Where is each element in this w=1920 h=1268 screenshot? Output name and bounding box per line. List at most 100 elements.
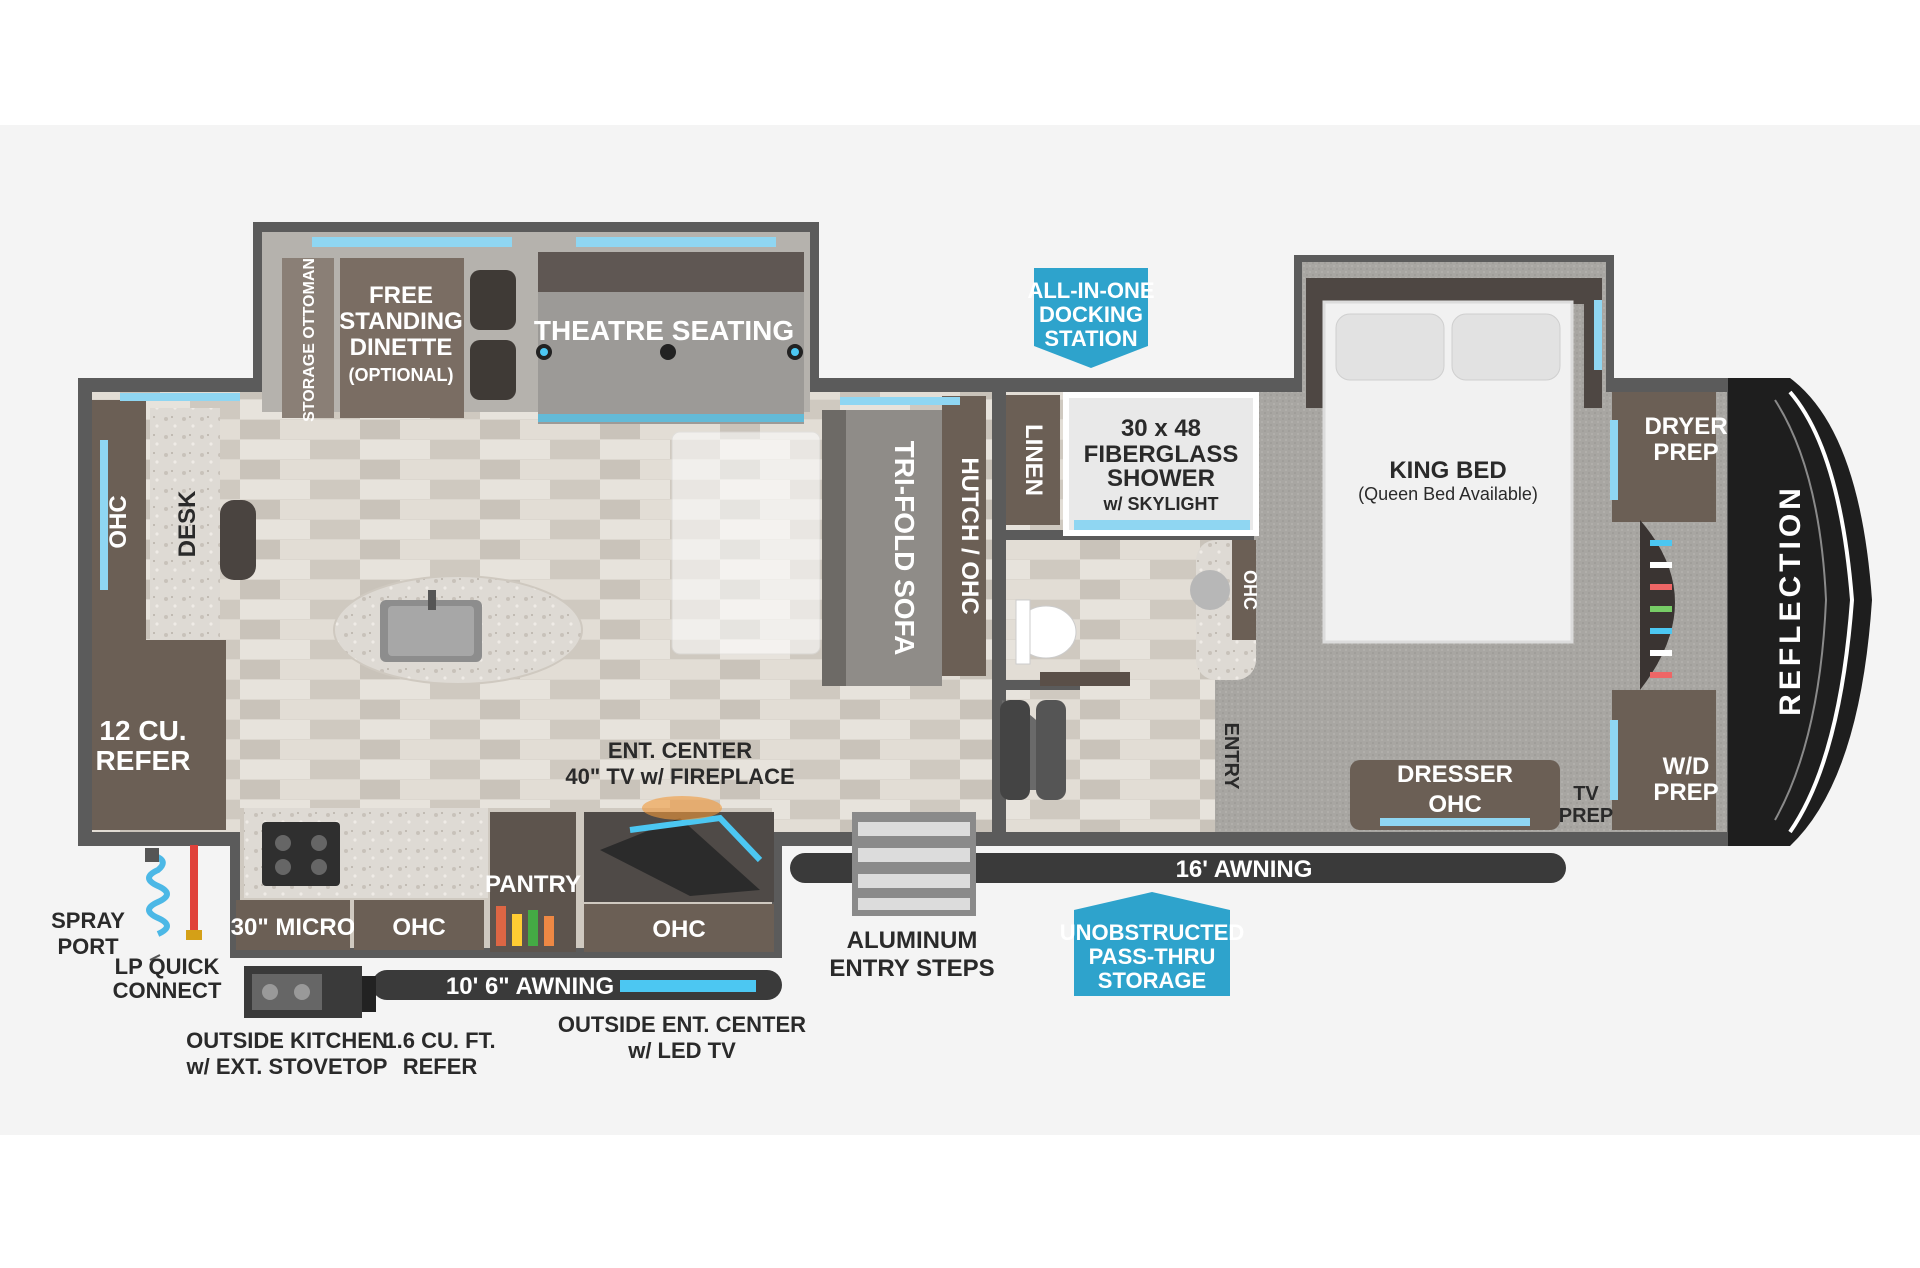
- kitchen-island: [333, 575, 583, 685]
- storage-ottoman-label: STORAGE OTTOMAN: [301, 258, 318, 422]
- bathroom: LINEN 30 x 48 FIBERGLASS SHOWER w/ SKYLI…: [1006, 392, 1260, 790]
- spray-port-label-2: PORT: [57, 934, 119, 959]
- window-left: [100, 440, 108, 590]
- king-bed-label: KING BED: [1389, 457, 1506, 484]
- desk-label: DESK: [174, 490, 201, 557]
- faucet-icon: [428, 590, 436, 610]
- shower-label-2: FIBERGLASS: [1084, 441, 1239, 468]
- tv-prep-label-1: TV: [1573, 783, 1599, 805]
- window-theatre: [576, 237, 776, 247]
- hutch-ohc: [942, 396, 986, 676]
- pass-thru-storage-callout: UNOBSTRUCTED PASS-THRU STORAGE: [1060, 892, 1245, 996]
- refer-label-2: REFER: [96, 745, 191, 776]
- storage-label-3: STORAGE: [1098, 968, 1206, 993]
- docking-label-1: ALL-IN-ONE: [1027, 278, 1154, 303]
- dryer-prep: [1612, 392, 1716, 522]
- storage-ottoman: [282, 258, 334, 418]
- headboard: [1306, 278, 1602, 304]
- outside-kitchen: [244, 966, 376, 1018]
- ohc-dresser-label: OHC: [1428, 791, 1481, 818]
- micro: [236, 900, 350, 950]
- dinette-label-2: STANDING: [339, 308, 463, 335]
- left-wall-cabinets: OHC DESK 12 CU. REFER: [92, 393, 256, 830]
- desk-chair: [220, 500, 256, 580]
- spray-port-hose: [145, 848, 170, 937]
- fireplace-glow: [642, 796, 722, 820]
- wall-bath-left: [992, 392, 1002, 692]
- wd-prep-label-1: W/D: [1663, 753, 1710, 780]
- dinette-chair-bottom: [470, 340, 516, 400]
- awning-10-label: 10' 6" AWNING: [446, 973, 614, 1000]
- ohc-left-label: OHC: [105, 495, 132, 548]
- refer-small-label-1: 1.6 CU. FT.: [384, 1028, 495, 1053]
- entry-steps: [852, 812, 976, 916]
- refer-small-label-2: REFER: [403, 1054, 478, 1079]
- outside-kitchen-label-2: w/ EXT. STOVETOP: [186, 1054, 388, 1079]
- refer-label-1: 12 CU.: [99, 715, 186, 746]
- ohc-kitchen: [354, 900, 484, 950]
- dinette-chair-top: [470, 270, 516, 330]
- shower-label-3: SHOWER: [1107, 465, 1215, 492]
- ohc-bath: [1232, 540, 1256, 640]
- lp-label-2: CONNECT: [113, 978, 222, 1003]
- pantry-label: PANTRY: [485, 871, 581, 898]
- pillow-right: [1451, 313, 1561, 381]
- steps-label-2: ENTRY STEPS: [829, 955, 994, 982]
- ent-center-label-1: ENT. CENTER: [608, 738, 752, 763]
- open-floor-area: [671, 431, 821, 655]
- awning-10: 10' 6" AWNING: [372, 970, 782, 1000]
- docking-label-2: DOCKING: [1039, 302, 1143, 327]
- awning-16-label: 16' AWNING: [1176, 856, 1313, 883]
- towel-bar: [1040, 672, 1130, 686]
- docking-station-callout: ALL-IN-ONE DOCKING STATION: [1027, 268, 1155, 368]
- shower-label-4: w/ SKYLIGHT: [1102, 494, 1218, 514]
- ohc-ent: [584, 904, 774, 952]
- dresser-label: DRESSER: [1397, 761, 1513, 788]
- linen-closet: [1006, 395, 1060, 525]
- awning-16: 16' AWNING: [790, 853, 1566, 883]
- micro-label: 30" MICRO: [231, 914, 356, 941]
- lp-connect-hose: [186, 845, 202, 940]
- kitchen-slide: 30" MICRO OHC PANTRY OHC: [231, 796, 774, 952]
- tri-fold-sofa-label: TRI-FOLD SOFA: [889, 441, 920, 656]
- ohc-kitchen-label: OHC: [392, 914, 445, 941]
- dryer-prep-label-1: DRYER: [1644, 413, 1727, 440]
- tv-icon: [600, 818, 760, 896]
- closet-hangers: [1650, 540, 1672, 678]
- ohc-ent-label: OHC: [652, 916, 705, 943]
- queen-bed-label: (Queen Bed Available): [1358, 484, 1538, 504]
- hutch-ohc-label: HUTCH / OHC: [956, 457, 983, 614]
- storage-label-1: UNOBSTRUCTED: [1060, 920, 1245, 945]
- dryer-prep-label-2: PREP: [1653, 439, 1718, 466]
- outside-ent-label-2: w/ LED TV: [627, 1038, 736, 1063]
- entry-door: [1000, 700, 1066, 800]
- outside-kitchen-label-1: OUTSIDE KITCHEN: [186, 1028, 388, 1053]
- bath-sink-icon: [1190, 570, 1230, 610]
- spray-port-label-1: SPRAY: [51, 908, 125, 933]
- wd-prep: [1612, 690, 1716, 830]
- living-slide: STORAGE OTTOMAN FREE STANDING DINETTE (O…: [282, 237, 804, 424]
- dinette-label-4: (OPTIONAL): [349, 365, 454, 385]
- brand-logo: REFLECTION: [1774, 484, 1807, 716]
- stovetop-icon: [262, 822, 340, 886]
- shower-label-1: 30 x 48: [1121, 415, 1201, 442]
- pillow-left: [1335, 313, 1445, 381]
- outside-ent-label-1: OUTSIDE ENT. CENTER: [558, 1012, 806, 1037]
- ohc-bath-label: OHC: [1240, 570, 1260, 610]
- steps-label-1: ALUMINUM: [847, 927, 978, 954]
- linen-label: LINEN: [1020, 424, 1047, 496]
- wd-prep-label-2: PREP: [1653, 779, 1718, 806]
- docking-label-3: STATION: [1044, 326, 1137, 351]
- window-top-left: [120, 393, 240, 401]
- lp-label-1: LP QUICK: [115, 954, 220, 979]
- theatre-seating-label: THEATRE SEATING: [534, 315, 794, 346]
- bedroom: KING BED (Queen Bed Available) DRYER PRE…: [1306, 278, 1728, 830]
- dinette-label-3: DINETTE: [350, 334, 453, 361]
- tv-prep-label-2: PREP: [1559, 805, 1613, 827]
- desk: [150, 408, 220, 640]
- entry-label: ENTRY: [1220, 722, 1242, 790]
- refrigerator: [92, 640, 226, 830]
- ent-center-label-2: 40" TV w/ FIREPLACE: [565, 764, 794, 789]
